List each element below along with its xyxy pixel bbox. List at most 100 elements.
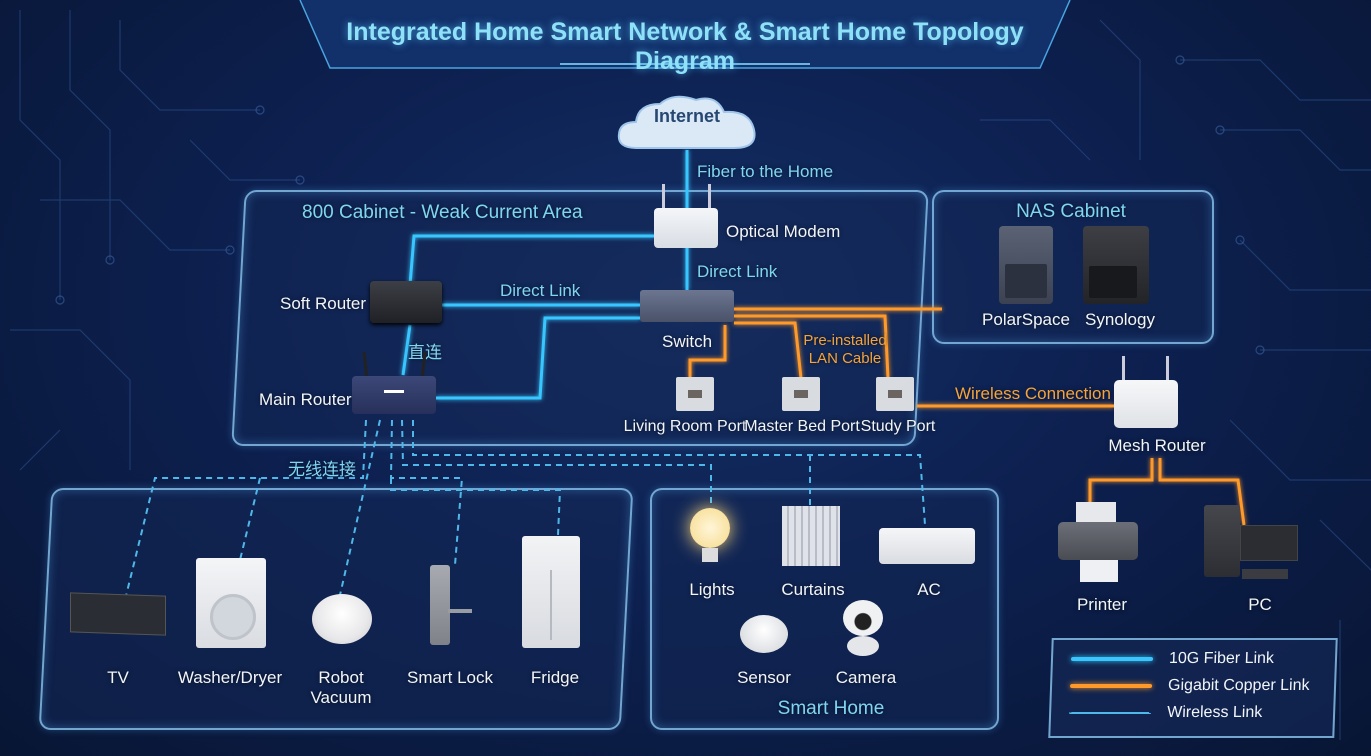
copper-mesh-pc [1158,458,1246,526]
light-bulb-icon [690,508,730,548]
copper-switch-living [688,325,727,378]
nas-cabinet-panel [932,190,1214,344]
fiber-to-home-label: Fiber to the Home [697,162,834,181]
camera-icon [843,600,883,636]
air-conditioner-icon [879,528,975,564]
nas-device-label: Synology [1085,310,1155,329]
smart-lock[interactable] [426,565,476,645]
nas-synology[interactable] [1083,226,1149,304]
cloud-icon [617,95,756,149]
fiber-modem-softrouter [408,234,655,286]
sensor-icon [740,615,788,653]
fiber-softrouter-mainrouter [401,324,412,376]
appliance-label: TV [107,668,129,687]
direct-link-label-vertical: Direct Link [697,262,778,281]
curtains-icon [782,506,840,566]
monitor-icon [1240,525,1298,561]
internet-cloud[interactable]: Internet [612,92,762,154]
pc-tower-icon [1204,505,1240,577]
printer[interactable] [1058,502,1138,586]
appliance-label: Smart Lock [407,668,493,687]
nas-polarspace[interactable] [999,226,1053,304]
camera[interactable] [843,600,887,660]
legend-item-copper: Gigabit Copper Link [1070,677,1310,695]
printer-label: Printer [1076,595,1128,614]
appliance-label: Robot Vacuum [310,668,372,707]
optical-modem[interactable] [654,184,720,250]
switch[interactable] [640,290,734,324]
legend-label: Wireless Link [1166,704,1263,721]
robot-vacuum-icon [312,594,372,644]
lights[interactable] [690,508,734,572]
soft-router-icon [370,281,442,323]
legend-copper-swatch [1070,684,1153,688]
nas-drive-bays-icon [1005,264,1047,298]
wireless-vacuum [339,419,381,596]
mesh-router-icon [1114,380,1178,428]
smart-home-item-label: AC [917,580,941,599]
wireless-fridge [390,478,562,536]
wireless-lights [401,419,712,505]
optical-modem-label: Optical Modem [726,222,841,241]
smart-home-item-label: Lights [689,580,735,599]
wireless-curtains [412,420,926,526]
legend-fiber-swatch [1070,657,1154,661]
tv[interactable] [70,592,170,644]
wireless-links [124,419,926,601]
tv-icon [70,592,166,636]
main-router-label: Main Router [259,390,352,409]
keyboard-icon [1242,569,1288,579]
ethernet-port-icon [794,390,808,398]
preinstalled-line2: LAN Cable [808,350,882,367]
smart-home-title: Smart Home [777,698,885,719]
antenna-icon [1122,356,1125,382]
curtains[interactable] [782,506,842,568]
port-label: Master Bed Port [744,418,860,435]
copper-switch-masterbed [734,321,803,379]
cabinet-title: 800 Cabinet - Weak Current Area [302,202,583,223]
port-label: Study Port [860,418,936,435]
robot-vacuum[interactable] [312,594,374,646]
fiber-links [401,150,689,400]
internet-label: Internet [653,106,721,126]
copper-mesh-printer [1088,458,1154,505]
soft-router-label: Soft Router [280,294,366,313]
fridge[interactable] [522,536,580,648]
study-port[interactable] [876,377,914,411]
washer-dryer[interactable] [196,558,266,648]
smart-home-item-label: Sensor [737,668,791,687]
appliance-label: Fridge [530,668,580,687]
mesh-router-label: Mesh Router [1108,436,1206,455]
soft-router[interactable] [370,281,442,325]
smart-home-item-label: Camera [835,668,897,687]
mesh-router[interactable] [1114,356,1180,432]
ethernet-port-icon [888,390,902,398]
port-label: Living Room Port [623,418,747,435]
legend-wireless-swatch [1069,712,1152,714]
direct-link-label-horizontal: Direct Link [500,281,581,300]
wireless-cn-label: 无线连接 [288,460,356,479]
printer-icon [1076,502,1116,524]
wireless-washer [239,477,261,561]
antenna-icon [708,184,711,212]
smart-lock-icon [430,565,450,645]
living-room-port[interactable] [676,377,714,411]
main-router[interactable] [352,351,438,418]
copper-switch-study [734,314,890,379]
smart-home-item-label: Curtains [781,580,845,599]
legend: 10G Fiber Link Gigabit Copper Link Wirel… [1048,638,1338,738]
sensor[interactable] [740,615,790,655]
wireless-connection-label: Wireless Connection [955,384,1111,403]
pc[interactable] [1204,505,1304,585]
ac[interactable] [879,528,977,566]
fridge-icon [550,570,552,640]
copper-links [688,307,1246,526]
nas-device-label: PolarSpace [982,310,1070,329]
modem-icon [654,208,718,248]
switch-icon [640,290,734,322]
page-title: Integrated Home Smart Network & Smart Ho… [346,18,1024,75]
master-bed-port[interactable] [782,377,820,411]
main-router-icon [352,376,436,414]
